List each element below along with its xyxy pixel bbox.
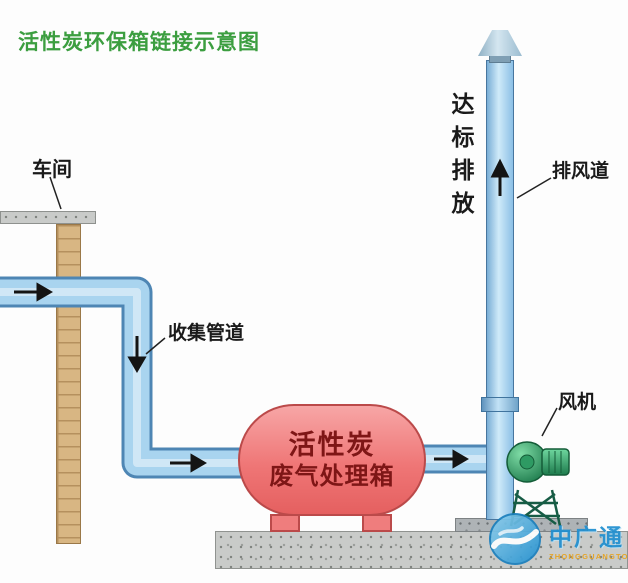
label-emission-standard: 达标排放 <box>448 92 474 224</box>
watermark: 中广通 ZHONGGUANGTONG <box>486 510 628 568</box>
activated-carbon-treatment-tank: 活性炭 废气处理箱 <box>238 404 426 516</box>
flow-arrow-down-icon <box>127 336 147 373</box>
watermark-logo-icon <box>489 513 541 565</box>
flow-arrow-right-top-icon <box>14 282 53 302</box>
stack-cap-collar <box>489 55 511 63</box>
watermark-text: 中广通 ZHONGGUANGTONG <box>549 518 628 561</box>
tank-leg-left <box>270 514 300 532</box>
label-fan: 风机 <box>558 392 597 413</box>
tank-leg-right <box>362 514 392 532</box>
exhaust-stack-pipe <box>486 60 514 520</box>
fan-motor <box>541 448 570 476</box>
ground-slab <box>215 531 628 569</box>
watermark-name: 中广通 <box>549 523 624 550</box>
tank-label-line1: 活性炭 <box>288 429 376 460</box>
label-exhaust-duct: 排风道 <box>552 161 610 182</box>
diagram-title: 活性炭环保箱链接示意图 <box>18 31 260 54</box>
workshop-brick-wall <box>56 224 81 544</box>
watermark-subtitle: ZHONGGUANGTONG <box>549 551 628 561</box>
fan-unit <box>506 441 570 483</box>
flow-arrow-right-bottom-icon <box>170 453 207 473</box>
workshop-roof-slab <box>0 211 96 224</box>
tank-label-line2: 废气处理箱 <box>269 462 395 490</box>
flow-arrow-right-outlet-icon <box>434 449 469 469</box>
pointer-line-exhaust-duct <box>516 177 552 199</box>
pointer-line-fan <box>541 407 558 437</box>
stack-rain-cap <box>478 30 522 56</box>
pointer-line-collection-pipe <box>145 337 166 355</box>
label-workshop: 车间 <box>32 159 72 181</box>
label-collection-pipe: 收集管道 <box>168 323 245 344</box>
stack-flange-coupling <box>481 397 519 412</box>
